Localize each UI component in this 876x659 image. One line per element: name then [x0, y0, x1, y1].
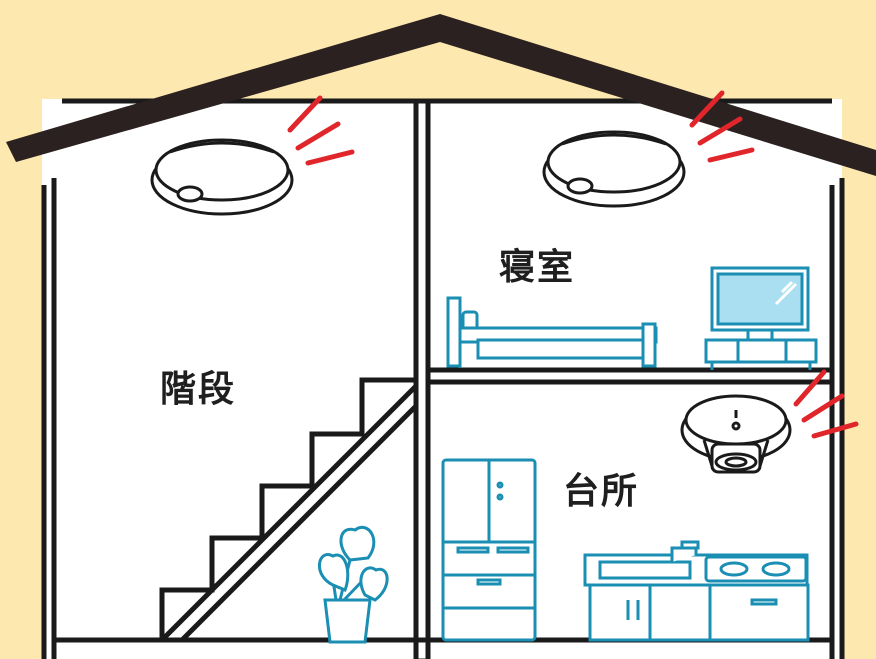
refrigerator — [441, 458, 537, 642]
kitchen-counter — [583, 540, 810, 642]
alarm-signal — [287, 95, 355, 166]
smoke-detector-icon — [150, 138, 294, 216]
heat-detector-icon — [680, 394, 792, 474]
bed — [446, 296, 658, 368]
roof — [6, 14, 876, 176]
room-label-kitchen: 台所 — [563, 471, 640, 512]
room-label-bedroom: 寝室 — [499, 247, 576, 288]
staircase — [159, 377, 418, 642]
alarm-signal — [793, 369, 859, 439]
potted-plant — [317, 526, 389, 644]
smoke-detector-icon — [542, 130, 686, 208]
alarm-signal — [689, 90, 755, 163]
room-label-stairs: 階段 — [160, 369, 237, 410]
tv-set — [704, 266, 818, 370]
